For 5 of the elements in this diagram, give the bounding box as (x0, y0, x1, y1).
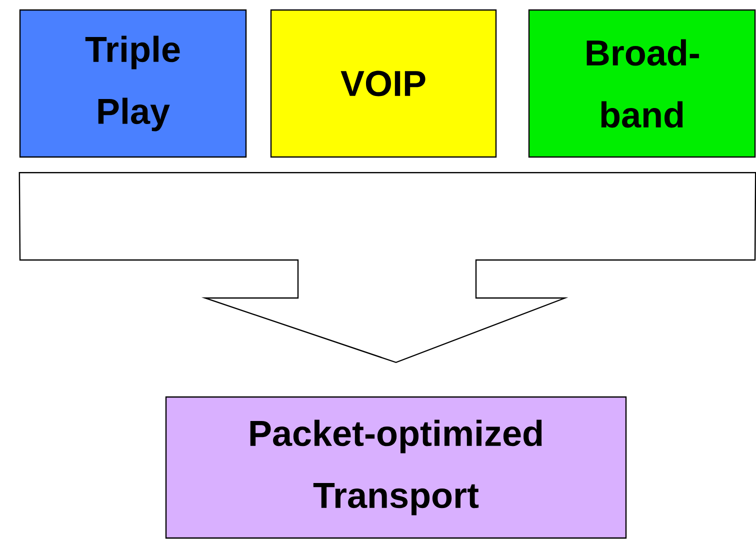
text-box: Broad- band (528, 9, 756, 158)
block-arrow (18, 172, 756, 364)
text-box: Packet-optimized Transport (165, 396, 627, 539)
text-box: Triple Play (19, 9, 247, 158)
text-box: VOIP (270, 9, 497, 158)
